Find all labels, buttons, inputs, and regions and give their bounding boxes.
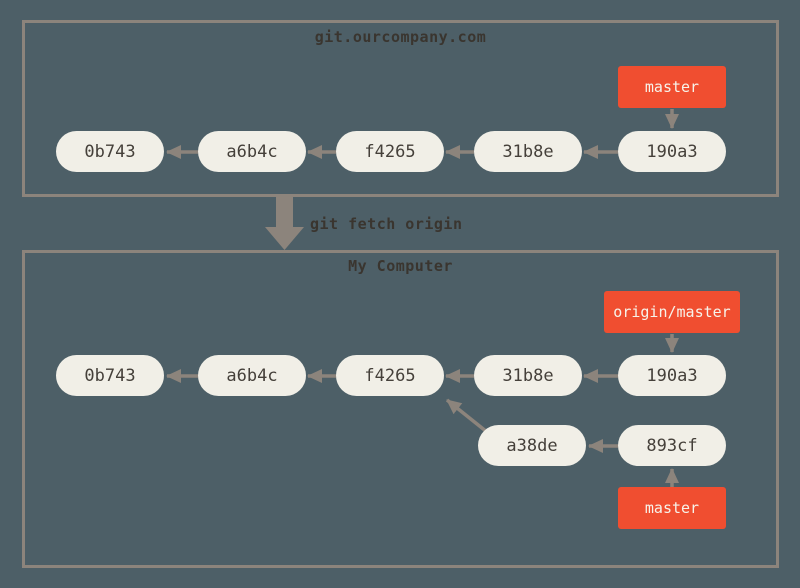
branch-label-master-remote: master [618, 66, 726, 108]
remote-repo-box: git.ourcompany.com [22, 20, 779, 197]
remote-repo-title: git.ourcompany.com [314, 28, 487, 46]
commit-node: 31b8e [474, 355, 582, 396]
branch-label-master-local: master [618, 487, 726, 529]
fetch-command-label: git fetch origin [310, 215, 463, 233]
branch-label-origin-master: origin/master [604, 291, 740, 333]
fetch-arrow [265, 194, 304, 250]
commit-node: 190a3 [618, 131, 726, 172]
commit-node: 31b8e [474, 131, 582, 172]
local-repo-title: My Computer [348, 257, 453, 275]
commit-node: 0b743 [56, 355, 164, 396]
commit-node: a6b4c [198, 131, 306, 172]
commit-node: a6b4c [198, 355, 306, 396]
commit-node: f4265 [336, 131, 444, 172]
commit-node: f4265 [336, 355, 444, 396]
local-repo-box: My Computer [22, 250, 779, 568]
commit-node: 893cf [618, 425, 726, 466]
commit-node: 0b743 [56, 131, 164, 172]
commit-node: 190a3 [618, 355, 726, 396]
commit-node: a38de [478, 425, 586, 466]
